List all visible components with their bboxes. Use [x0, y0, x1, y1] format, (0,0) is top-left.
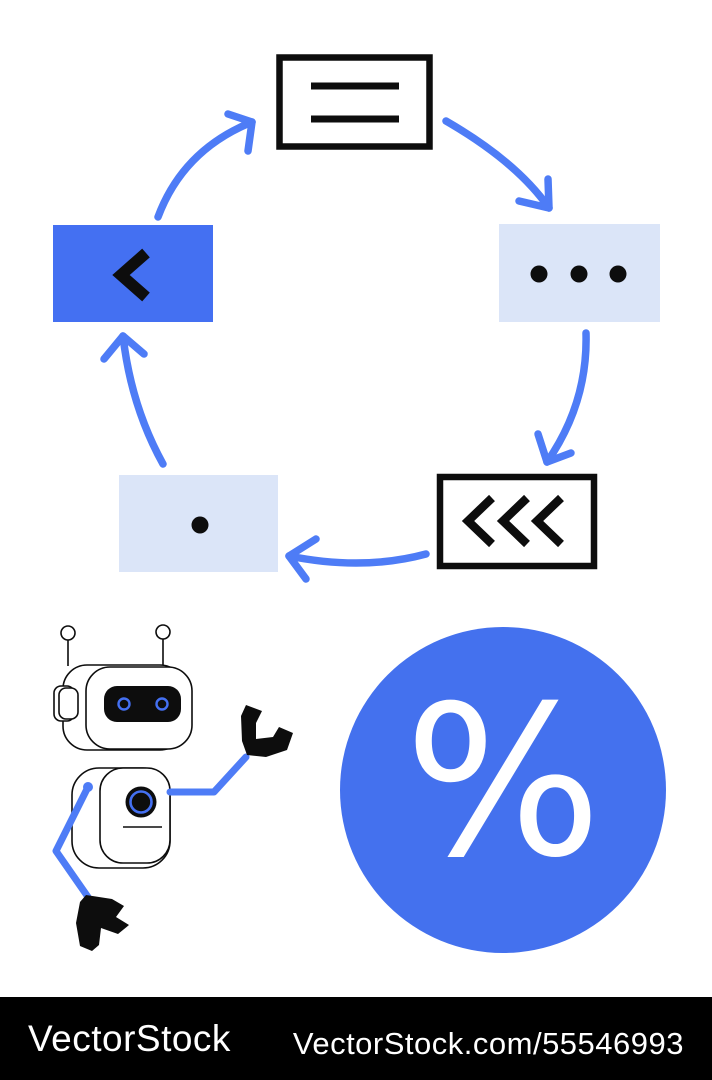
robot: [52, 624, 293, 951]
step-dot-box: [119, 475, 278, 572]
step-document-box: [276, 54, 433, 150]
robot-antenna-icon: [60, 624, 171, 668]
triple-chevron-left-icon: [461, 494, 564, 548]
vectorstock-credit: VectorStock.com/55546993: [292, 1025, 684, 1061]
step-rewind-box: [436, 473, 598, 570]
robot-body: [71, 767, 171, 869]
cycle-arrow-top-to-right: [442, 117, 553, 212]
robot-arm-right: [166, 753, 250, 796]
cycle-arrow-bottomleft-to-left: [100, 332, 167, 468]
robot-eye-left: [117, 697, 131, 711]
robot-face-screen: [104, 686, 181, 722]
step-ellipsis-box: [499, 224, 660, 322]
robot-claw-left: [76, 895, 129, 951]
cycle-arrow-left-to-top: [154, 110, 256, 221]
robot-head: [53, 664, 193, 751]
percent-badge: %: [340, 627, 666, 953]
cycle-arrow-right-to-bottomright: [534, 329, 590, 466]
robot-claw-right: [241, 705, 293, 757]
ellipsis-icon: [530, 265, 627, 283]
dot-icon: [191, 516, 209, 534]
cycle-diagram-and-robot: [52, 54, 660, 951]
step-back-box: [53, 225, 213, 322]
watermark-bar: VectorStock VectorStock.com/55546993: [0, 997, 712, 1080]
robot-eye-right: [155, 697, 169, 711]
percent-symbol: %: [404, 662, 602, 904]
menu-lines-icon: [311, 82, 399, 123]
chevron-left-icon: [112, 248, 150, 302]
cycle-arrow-bottomright-to-bottomleft: [285, 535, 430, 583]
robot-arm-left: [52, 782, 93, 901]
vectorstock-logo: VectorStock: [28, 1017, 231, 1059]
